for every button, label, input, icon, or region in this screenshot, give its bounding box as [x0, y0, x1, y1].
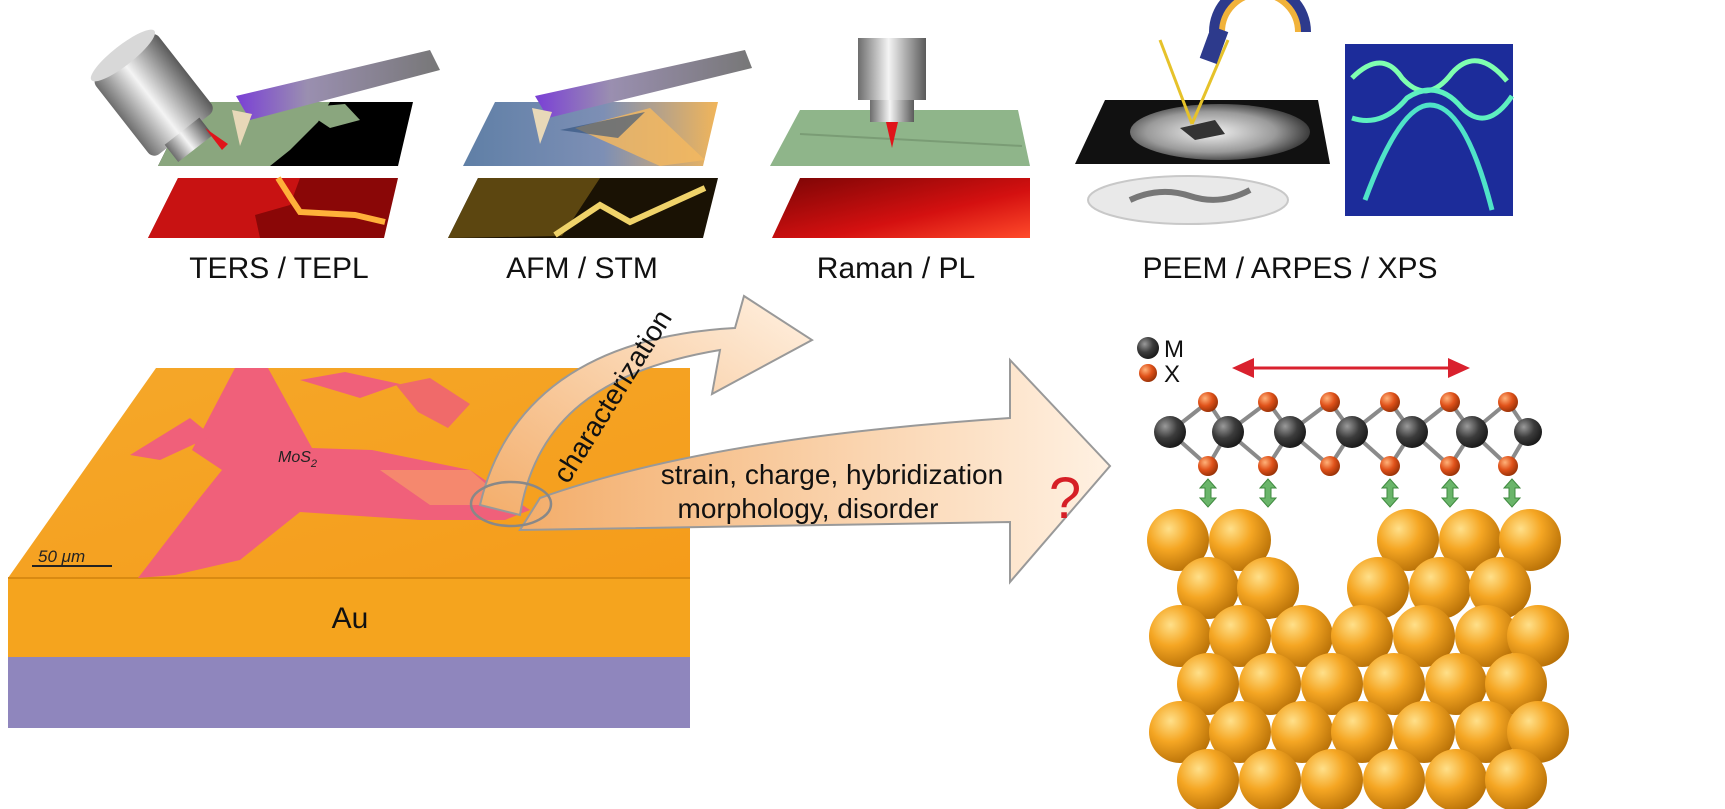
raman-laser-spot	[886, 122, 898, 148]
gold-atom	[1507, 701, 1569, 763]
gold-atom	[1425, 749, 1487, 809]
atomic-model: M X	[1137, 336, 1569, 809]
gold-atom	[1469, 557, 1531, 619]
ters-laser-beam	[205, 128, 228, 150]
mos2-bilayer-region	[380, 470, 510, 505]
gold-atom	[1301, 653, 1363, 715]
gold-atom	[1455, 701, 1517, 763]
peem-momentum-map	[1087, 175, 1289, 225]
gold-atom	[1301, 749, 1363, 809]
legend-metal-icon	[1137, 337, 1159, 359]
gold-side-face	[8, 578, 690, 657]
zoom-circle	[469, 480, 553, 528]
technique-label-raman: Raman / PL	[817, 252, 975, 285]
ters-panel: TERS / TEPL	[90, 29, 440, 285]
afm-panel: AFM / STM	[448, 50, 752, 285]
afm-cantilever-icon	[535, 50, 752, 118]
gold-atom	[1331, 605, 1393, 667]
gold-atom	[1239, 749, 1301, 809]
gold-atom	[1149, 605, 1211, 667]
gold-atom	[1177, 557, 1239, 619]
gold-substrate-atoms	[1147, 509, 1569, 809]
substrate-layer	[8, 657, 690, 728]
afm-tip-icon	[532, 108, 552, 144]
gold-atom	[1499, 509, 1561, 571]
stm-edge-highlight	[553, 185, 707, 238]
legend-metal-label: M	[1164, 336, 1184, 363]
technique-label-ters: TERS / TEPL	[189, 252, 369, 285]
gold-atom	[1239, 653, 1301, 715]
upper-arrow-shape	[478, 294, 814, 517]
gold-atom	[1425, 653, 1487, 715]
lower-arrow-text-2: morphology, disorder	[678, 493, 939, 524]
mos2-flake-small-2	[396, 378, 470, 428]
lower-arrow: strain, charge, hybridization morphology…	[518, 357, 1112, 585]
xps-beam-in	[1158, 39, 1194, 125]
analyzer-icon	[1199, 0, 1311, 65]
gold-atom	[1393, 701, 1455, 763]
gold-atom	[1149, 701, 1211, 763]
raman-optical-map	[770, 110, 1030, 166]
raman-flake-edge	[799, 133, 1023, 147]
ters-objective-icon	[90, 29, 213, 163]
ters-flake-region-2	[300, 104, 360, 128]
gold-atom	[1271, 605, 1333, 667]
gold-atom	[1409, 557, 1471, 619]
gold-atom	[1377, 509, 1439, 571]
ters-cantilever-icon	[236, 50, 440, 120]
gold-atom	[1147, 509, 1209, 571]
gold-atom	[1363, 749, 1425, 809]
gold-atom	[1439, 509, 1501, 571]
pl-map	[772, 178, 1030, 238]
lower-arrow-text-1: strain, charge, hybridization	[661, 459, 1003, 490]
mos2-flake-small-1	[300, 372, 400, 398]
arpes-band-2	[1351, 87, 1515, 123]
gold-atom	[1455, 605, 1517, 667]
peem-flake	[1180, 120, 1225, 140]
gold-atom	[1237, 557, 1299, 619]
stm-texture	[448, 178, 600, 238]
peem-contrast	[1128, 187, 1252, 203]
chalcogen-atoms	[1198, 392, 1518, 476]
raman-objective-icon	[858, 38, 926, 122]
gold-atom	[1507, 605, 1569, 667]
metal-atoms	[1154, 416, 1542, 448]
interaction-arrows	[1198, 478, 1522, 508]
gold-atom	[1363, 653, 1425, 715]
gold-atom	[1347, 557, 1409, 619]
raman-panel: Raman / PL	[770, 38, 1030, 285]
substrate-au-label: Au	[332, 602, 369, 635]
xps-beam-out	[1190, 39, 1230, 125]
gold-atom	[1177, 653, 1239, 715]
gold-atom	[1393, 605, 1455, 667]
gold-atom	[1331, 701, 1393, 763]
technique-label-peem: PEEM / ARPES / XPS	[1142, 252, 1437, 285]
mos2-label: MoS2	[278, 449, 317, 470]
ters-raman-bright	[148, 178, 300, 238]
technique-label-afm: AFM / STM	[506, 252, 658, 285]
gold-atom	[1209, 701, 1271, 763]
ters-tip-icon	[232, 110, 252, 146]
scale-bar-label: 50 μm	[38, 547, 85, 566]
question-mark: ?	[1049, 466, 1081, 531]
gold-atom	[1485, 653, 1547, 715]
gold-atom	[1177, 749, 1239, 809]
legend-chalcogen-label: X	[1164, 361, 1180, 388]
mos2-flake-small-3	[130, 418, 212, 460]
ters-edge-highlight	[275, 176, 386, 225]
gold-atom	[1485, 749, 1547, 809]
gold-atom	[1209, 509, 1271, 571]
lower-arrow-shape	[518, 357, 1112, 585]
mos2-flake-main	[138, 368, 530, 578]
gold-atom	[1209, 605, 1271, 667]
legend-chalcogen-icon	[1139, 364, 1157, 382]
arpes-band-3	[1362, 102, 1495, 211]
peem-panel: PEEM / ARPES / XPS	[1075, 0, 1515, 285]
afm-shadow	[560, 112, 645, 138]
gold-atom	[1271, 701, 1333, 763]
lattice-strain-arrow	[1232, 358, 1470, 378]
